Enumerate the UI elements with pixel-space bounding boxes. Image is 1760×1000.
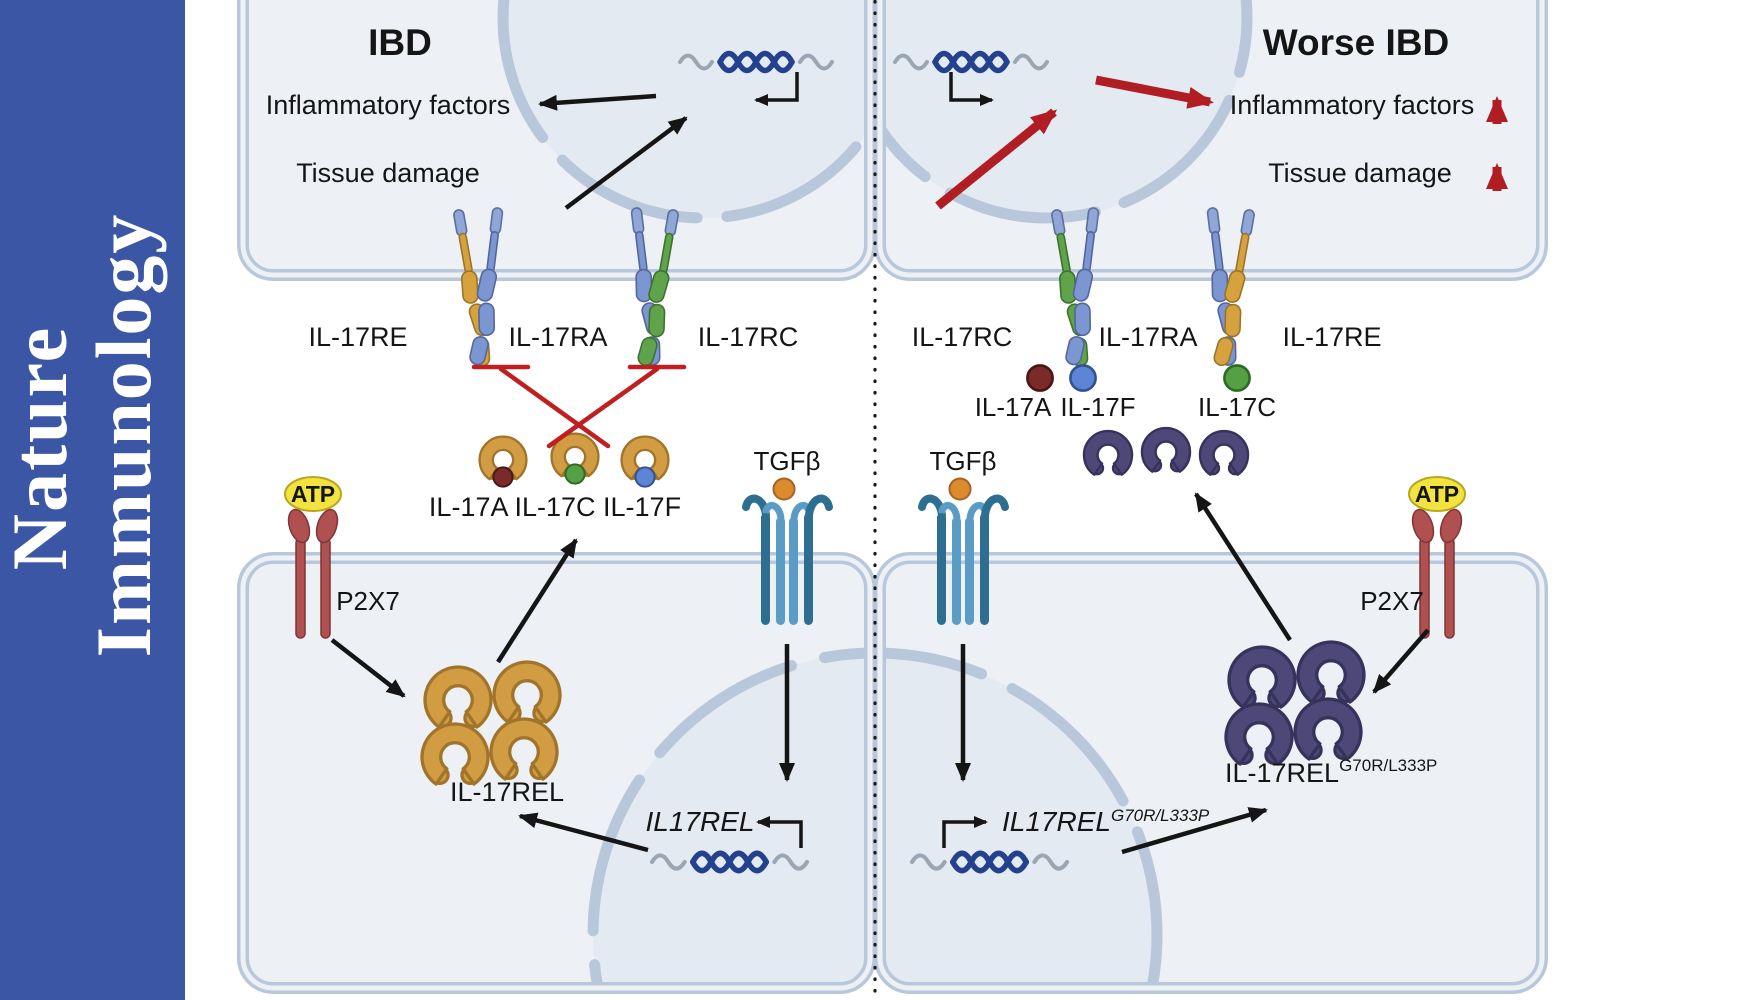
top-left-nucleus [497, 0, 870, 224]
label-cytokines-left: IL-17A IL-17C IL-17F [429, 492, 681, 522]
atp-molecule [284, 476, 342, 512]
atp-label: ATP [291, 481, 335, 507]
black-arrows [330, 93, 1430, 855]
label-il17rc-right: IL-17RC [912, 322, 1013, 352]
atp-molecule [1408, 476, 1466, 512]
label-tgfb-right: TGFβ [930, 446, 997, 476]
left-tissue-damage: Tissue damage [296, 158, 480, 188]
tgfb-ligand [948, 477, 972, 501]
gene-label-left: IL17REL [646, 806, 755, 837]
top-right-cell [874, 0, 1548, 281]
arrow-gene-to-mutant-right [1121, 807, 1268, 855]
top-right-nucleus [880, 0, 1253, 224]
label-il17rel-left: IL-17REL [450, 777, 564, 807]
inhibition-line [546, 366, 660, 449]
arrow-mutant-to-receptors [1194, 492, 1292, 642]
inhibition-line [498, 366, 611, 449]
inhibition-tbars [471, 364, 687, 449]
journal-name-line1: Nature [0, 326, 83, 571]
arrow-rel-to-cytokines [496, 538, 578, 664]
atp-p2x7-left: ATP [283, 476, 343, 639]
label-il17ra-left: IL-17RA [508, 322, 607, 352]
il17a-dot [492, 466, 514, 488]
atp-p2x7-right: ATP [1407, 476, 1467, 639]
mutant-crescent [1082, 429, 1134, 476]
il17c-dot [1223, 364, 1251, 392]
journal-sidebar [0, 0, 185, 1000]
arrow-to-inflammatory-factors [538, 93, 657, 111]
transcription-arrow-icon [942, 816, 988, 848]
label-il17rel-mutant-right: IL-17RELG70R/L333P [1225, 756, 1437, 788]
label-il17rc-left: IL-17RC [698, 322, 799, 352]
label-tgfb-left: TGFβ [754, 446, 821, 476]
signal-arrow-receptor-to-nucleus [564, 116, 688, 210]
atp-label: ATP [1415, 481, 1459, 507]
label-il17re-right: IL-17RE [1282, 322, 1381, 352]
red-arrow-to-inflammatory-factors [1095, 75, 1214, 109]
left-inflammatory-factors: Inflammatory factors [266, 90, 511, 120]
right-tissue-damage: Tissue damage [1268, 158, 1452, 188]
top-left-cell [237, 0, 876, 281]
label-p2x7-right: P2X7 [1360, 586, 1424, 616]
cytokine-trio-left [478, 432, 670, 488]
label-il17f-right: IL-17F [1060, 392, 1135, 422]
red-arrows [935, 75, 1508, 210]
il17f-dot [1069, 364, 1097, 392]
label-il17c-right: IL-17C [1198, 392, 1276, 422]
il17a-dot [1026, 364, 1054, 392]
red-arrow-receptor-to-nucleus [935, 108, 1058, 210]
gene-label-right: IL17RELG70R/L333P [1002, 806, 1210, 837]
il17f-dot [634, 466, 656, 488]
transcription-arrow-icon [949, 72, 994, 106]
tgfb-right [922, 477, 1005, 626]
transcription-arrow-icon [754, 72, 799, 106]
journal-name-line2: Immunology [80, 213, 167, 658]
right-panel-title: Worse IBD [1263, 22, 1449, 63]
transcription-arrow-icon [756, 816, 803, 848]
left-panel-title: IBD [368, 22, 432, 63]
right-inflammatory-factors: Inflammatory factors [1230, 90, 1475, 120]
mutant-crescent [1198, 429, 1250, 476]
free-cytokines-right [1026, 364, 1251, 392]
tgfb-left [746, 477, 829, 626]
label-il17re-left: IL-17RE [308, 322, 407, 352]
label-p2x7-left: P2X7 [336, 586, 400, 616]
arrow-gene-to-rel-left [518, 812, 649, 853]
mutant-crescent [1140, 426, 1192, 473]
arrow-p2x7-to-rel [330, 638, 406, 698]
label-il17ra-right: IL-17RA [1098, 322, 1197, 352]
mutant-rel-trio-right [1082, 426, 1250, 476]
arrow-p2x7-to-mutant [1372, 628, 1430, 694]
label-il17a-right: IL-17A [975, 392, 1052, 422]
il17c-dot [564, 463, 586, 485]
tgfb-ligand [772, 477, 796, 501]
